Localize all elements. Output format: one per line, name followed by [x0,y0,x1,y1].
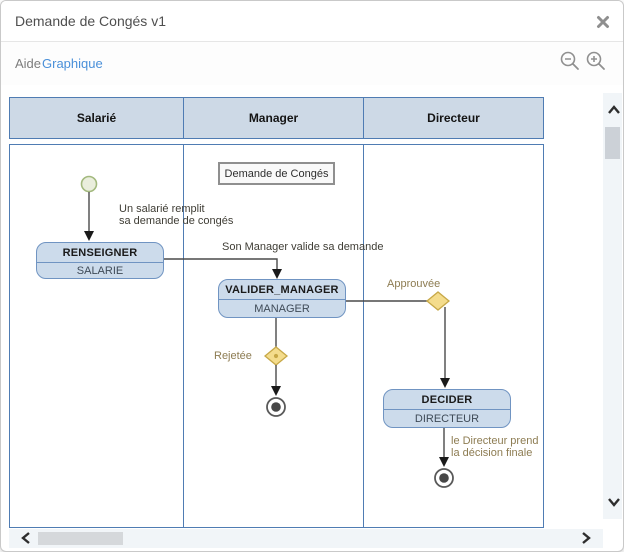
tab-aide[interactable]: Aide [15,56,42,71]
scroll-right-button[interactable] [577,529,595,548]
zoom-out-button[interactable] [558,49,582,73]
edge-label-start: Un salarié remplit sa demande de congés [119,203,233,227]
scroll-up-button[interactable] [603,101,622,119]
node-role: DIRECTEUR [414,412,480,425]
node-decider: DECIDER DIRECTEUR [383,389,511,428]
close-button[interactable] [595,14,611,30]
lane-header-salarie: Salarié [9,97,184,139]
lane-body-salarie [9,144,184,528]
horizontal-scrollbar[interactable] [9,529,603,548]
zoom-in-button[interactable] [584,49,608,73]
zoom-out-icon [560,51,579,70]
chevron-down-icon [607,498,620,507]
zoom-in-icon [586,51,605,70]
dialog-toolbar: Aide Graphique [1,42,623,85]
chevron-up-icon [607,105,620,114]
process-title-box: Demande de Congés [218,162,335,185]
edge-label-line: Un salarié remplit [119,203,205,215]
node-name: VALIDER_MANAGER [219,280,345,300]
edge-label-rejected: Rejetée [214,350,252,362]
lane-body-manager [183,144,364,528]
vertical-scrollbar-thumb[interactable] [605,127,620,159]
node-role: MANAGER [254,302,310,315]
node-name: DECIDER [384,390,510,410]
vertical-scrollbar[interactable] [603,93,622,519]
dialog-title: Demande de Congés v1 [15,13,166,29]
horizontal-scrollbar-thumb[interactable] [38,532,123,545]
edge-label-line: sa demande de congés [119,215,234,227]
scroll-down-button[interactable] [603,493,622,511]
chevron-left-icon [21,532,30,544]
node-renseigner: RENSEIGNER SALARIE [36,242,164,279]
edge-label-line: la décision finale [451,447,533,459]
edge-label-approved: Approuvée [387,278,441,290]
lane-header-directeur: Directeur [363,97,544,139]
node-valider-manager: VALIDER_MANAGER MANAGER [218,279,346,318]
scroll-left-button[interactable] [17,529,35,548]
edge-label-line: le Directeur prend [451,435,539,447]
edge-label-final: le Directeur prend la décision finale [451,435,538,459]
node-name: RENSEIGNER [37,243,163,263]
edge-label-manager: Son Manager valide sa demande [222,241,384,253]
dialog-titlebar: Demande de Congés v1 [1,1,623,42]
lane-body-directeur [363,144,544,528]
close-icon [597,16,609,28]
chevron-right-icon [582,532,591,544]
tab-graphique[interactable]: Graphique [42,56,103,71]
lane-header-manager: Manager [183,97,364,139]
node-role: SALARIE [76,264,124,277]
